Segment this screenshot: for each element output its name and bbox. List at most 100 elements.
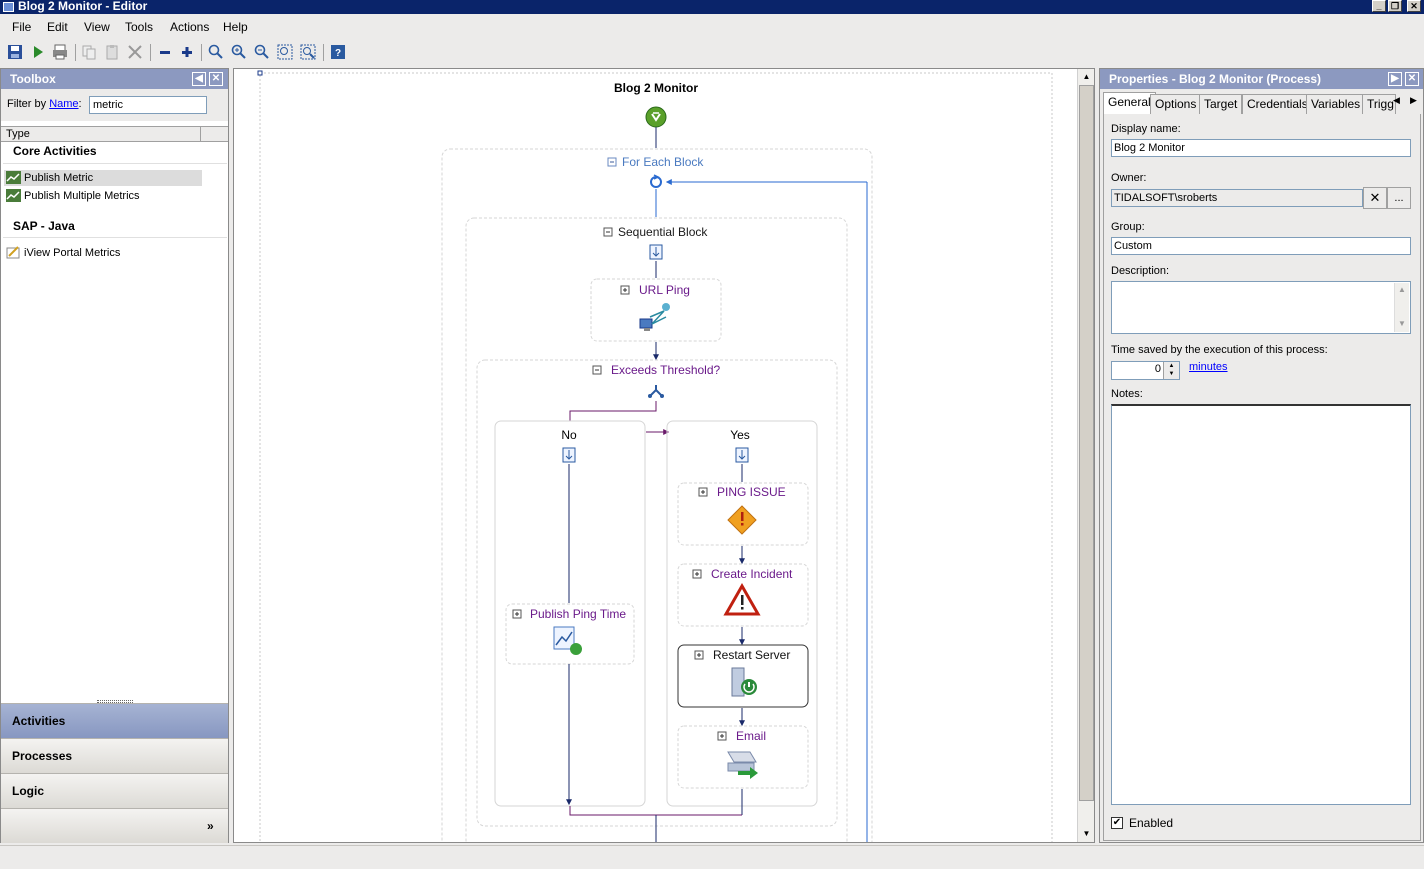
tab-general[interactable]: General bbox=[1103, 92, 1156, 115]
branch-connector bbox=[569, 401, 657, 421]
description-scrollbar[interactable]: ▲ ▼ bbox=[1394, 283, 1409, 332]
sequential-block-label[interactable]: Sequential Block bbox=[618, 225, 708, 239]
publish-ping-time-node[interactable] bbox=[505, 603, 635, 665]
toolbox-close-button[interactable]: ✕ bbox=[209, 72, 223, 86]
toolbox-splitter[interactable] bbox=[97, 700, 133, 703]
zoom-in-icon[interactable] bbox=[231, 44, 247, 60]
zoom-fit-icon[interactable] bbox=[277, 44, 293, 60]
publish-ping-time-label[interactable]: Publish Ping Time bbox=[530, 607, 626, 621]
toolbox-item-publish-multiple-metrics[interactable]: Publish Multiple Metrics bbox=[4, 188, 202, 204]
metrics-icon bbox=[6, 189, 21, 202]
chevron-more-icon[interactable]: » bbox=[207, 819, 214, 833]
start-node[interactable] bbox=[645, 106, 667, 128]
workflow-canvas[interactable]: Blog 2 Monitor For Each Block Sequential… bbox=[233, 68, 1095, 843]
zoom-icon[interactable] bbox=[208, 44, 224, 60]
scroll-up-icon[interactable]: ▲ bbox=[1082, 72, 1091, 81]
nav-logic[interactable]: Logic bbox=[1, 773, 228, 808]
time-saved-value[interactable]: 0 bbox=[1154, 363, 1161, 375]
scroll-up-icon[interactable]: ▲ bbox=[1398, 285, 1406, 294]
notes-field[interactable] bbox=[1111, 404, 1411, 805]
close-window-button[interactable]: ✕ bbox=[1407, 0, 1421, 12]
toolbox-dock-button[interactable]: ◀ bbox=[192, 72, 206, 86]
category-divider bbox=[3, 237, 227, 238]
owner-field[interactable] bbox=[1111, 189, 1363, 207]
restore-button[interactable]: ❐ bbox=[1388, 0, 1402, 12]
url-ping-node[interactable] bbox=[590, 278, 722, 342]
properties-header: Properties - Blog 2 Monitor (Process) ▶ … bbox=[1100, 69, 1423, 89]
scroll-thumb[interactable] bbox=[1079, 85, 1094, 801]
tab-scroll-left-icon[interactable]: ◀ bbox=[1393, 95, 1400, 105]
email-node[interactable] bbox=[677, 725, 809, 789]
tab-scroll-right-icon[interactable]: ▶ bbox=[1410, 95, 1417, 105]
browse-owner-button[interactable]: ... bbox=[1387, 187, 1411, 209]
filter-input[interactable] bbox=[89, 96, 207, 114]
category-sap-java[interactable]: SAP - Java bbox=[13, 219, 75, 233]
time-unit-link[interactable]: minutes bbox=[1189, 361, 1228, 373]
paste-icon[interactable] bbox=[104, 44, 120, 60]
zoom-selection-icon[interactable] bbox=[300, 44, 316, 60]
filter-by-name-link[interactable]: Name bbox=[49, 98, 79, 110]
menu-file[interactable]: File bbox=[12, 20, 32, 34]
canvas-vertical-scrollbar[interactable]: ▲ ▼ bbox=[1077, 69, 1094, 842]
group-label: Group: bbox=[1111, 221, 1145, 233]
description-field[interactable]: ▲ ▼ bbox=[1111, 281, 1411, 334]
metric-icon bbox=[6, 171, 21, 184]
spinner-arrows-icon[interactable]: ▲▼ bbox=[1163, 362, 1179, 379]
scroll-down-icon[interactable]: ▼ bbox=[1082, 829, 1091, 838]
tab-options[interactable]: Options bbox=[1150, 94, 1202, 114]
delete-icon[interactable] bbox=[127, 44, 143, 60]
ping-issue-node[interactable] bbox=[677, 482, 809, 546]
checkbox-checked-icon[interactable]: ✔ bbox=[1111, 817, 1123, 829]
loop-icon bbox=[650, 174, 662, 188]
group-field[interactable] bbox=[1111, 237, 1411, 255]
zoom-out-icon[interactable] bbox=[254, 44, 270, 60]
collapse-icon[interactable] bbox=[157, 44, 173, 60]
create-incident-node[interactable] bbox=[677, 563, 809, 627]
email-label[interactable]: Email bbox=[736, 729, 766, 743]
ping-issue-label[interactable]: PING ISSUE bbox=[717, 485, 786, 499]
scroll-down-icon[interactable]: ▼ bbox=[1398, 319, 1406, 328]
properties-dock-button[interactable]: ▶ bbox=[1388, 72, 1402, 86]
for-each-block-label[interactable]: For Each Block bbox=[622, 155, 704, 169]
toolbox-item-iview-portal-metrics[interactable]: iView Portal Metrics bbox=[4, 245, 202, 261]
tab-target[interactable]: Target bbox=[1199, 94, 1243, 114]
tab-triggers[interactable]: Trigg bbox=[1362, 94, 1396, 114]
menu-help[interactable]: Help bbox=[223, 20, 248, 34]
menu-view[interactable]: View bbox=[84, 20, 110, 34]
menu-edit[interactable]: Edit bbox=[47, 20, 68, 34]
tab-variables[interactable]: Variables bbox=[1306, 94, 1366, 114]
threshold-label[interactable]: Exceeds Threshold? bbox=[611, 363, 721, 377]
clear-owner-button[interactable]: ✕ bbox=[1363, 187, 1387, 209]
restart-server-node[interactable] bbox=[677, 644, 809, 708]
menu-tools[interactable]: Tools bbox=[125, 20, 154, 34]
type-column-header[interactable]: Type bbox=[1, 126, 228, 142]
restart-server-label[interactable]: Restart Server bbox=[713, 648, 790, 662]
toolbox-item-publish-metric[interactable]: Publish Metric bbox=[4, 170, 202, 186]
nav-overflow[interactable]: » bbox=[1, 808, 228, 843]
expand-icon[interactable] bbox=[179, 44, 195, 60]
sequence-icon bbox=[562, 447, 576, 463]
category-divider bbox=[3, 163, 227, 164]
url-ping-label[interactable]: URL Ping bbox=[639, 283, 690, 297]
print-icon[interactable] bbox=[52, 44, 68, 60]
category-core-activities[interactable]: Core Activities bbox=[13, 144, 97, 158]
nav-processes[interactable]: Processes bbox=[1, 738, 228, 773]
tab-credentials[interactable]: Credentials bbox=[1242, 94, 1313, 114]
merge-connector bbox=[569, 806, 742, 816]
save-icon[interactable] bbox=[7, 44, 23, 60]
nav-activities[interactable]: Activities bbox=[1, 703, 228, 738]
filter-label: Filter by Name: bbox=[7, 98, 82, 110]
menu-actions[interactable]: Actions bbox=[170, 20, 210, 34]
help-icon[interactable]: ? bbox=[330, 44, 346, 60]
minimize-button[interactable]: _ bbox=[1372, 0, 1386, 12]
no-branch-label: No bbox=[561, 428, 577, 442]
properties-close-button[interactable]: ✕ bbox=[1405, 72, 1419, 86]
toolbar-separator bbox=[150, 44, 151, 61]
display-name-field[interactable] bbox=[1111, 139, 1411, 157]
copy-icon[interactable] bbox=[81, 44, 97, 60]
run-icon[interactable] bbox=[30, 44, 46, 60]
create-incident-label[interactable]: Create Incident bbox=[711, 567, 793, 581]
warning-triangle-icon bbox=[723, 582, 761, 616]
workflow-diagram: Blog 2 Monitor For Each Block Sequential… bbox=[257, 70, 1053, 842]
time-saved-spinner[interactable]: 0 ▲▼ bbox=[1111, 361, 1180, 380]
